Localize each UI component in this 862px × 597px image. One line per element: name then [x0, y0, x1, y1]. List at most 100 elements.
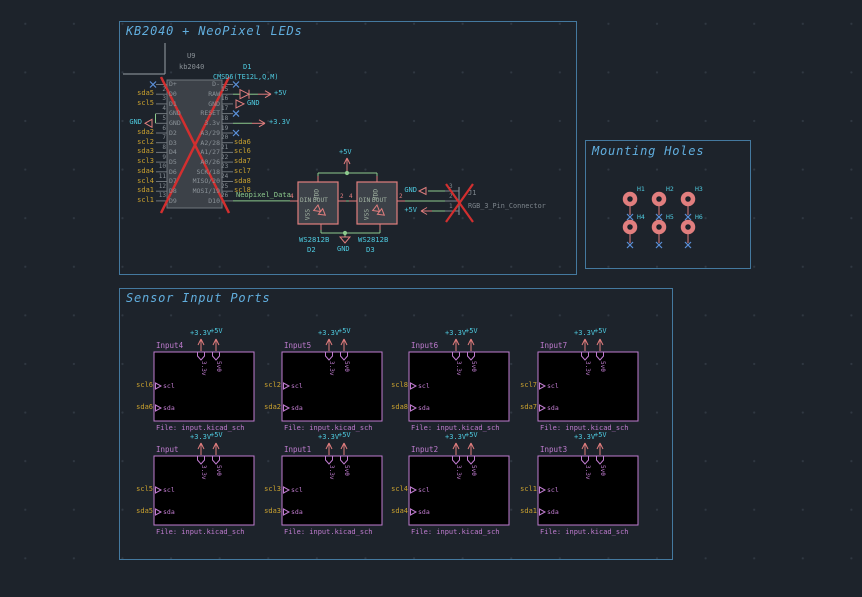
led-ref[interactable]: D3 [366, 245, 375, 254]
mounting-hole-H5[interactable] [651, 219, 667, 235]
power-label-5v[interactable]: +5V [338, 327, 351, 335]
net-label[interactable]: sda7 [234, 157, 251, 166]
sensor-section-box[interactable] [119, 288, 673, 560]
diode-symbol[interactable] [239, 88, 251, 100]
power-label-5v[interactable]: +5V [339, 148, 352, 156]
mounting-section-box[interactable] [585, 140, 751, 269]
sheet-Input4[interactable] [153, 351, 255, 422]
sheet-name[interactable]: Input1 [284, 445, 312, 454]
mcu-ref[interactable]: U9 [187, 52, 196, 60]
power-label-5v[interactable]: +5V [465, 327, 478, 335]
sheet-name[interactable]: Input7 [540, 341, 568, 350]
net-label[interactable]: sda3 [137, 147, 154, 156]
sensor-section-title[interactable]: Sensor Input Ports [126, 291, 271, 305]
neopixel-section-box[interactable] [119, 21, 577, 275]
power-label-3v3[interactable]: +3.3V [190, 433, 212, 441]
sheet-name[interactable]: Input5 [284, 341, 312, 350]
led-ref[interactable]: D2 [307, 245, 316, 254]
mounting-section-title[interactable]: Mounting Holes [592, 144, 705, 158]
power-label-5v[interactable]: +5V [404, 206, 417, 214]
mounting-hole-H2[interactable] [651, 191, 667, 207]
led-value[interactable]: WS2812B [299, 235, 330, 244]
sheet-Input7[interactable] [537, 351, 639, 422]
net-label[interactable]: sda6 [136, 403, 153, 411]
sheet-name[interactable]: Input [156, 445, 179, 454]
power-label-3v3[interactable]: +3.3V [445, 329, 467, 337]
net-label[interactable]: sda2 [137, 128, 154, 136]
net-label[interactable]: scl2 [264, 381, 281, 389]
power-label-5v[interactable]: +5V [210, 431, 223, 439]
led-value[interactable]: WS2812B [358, 235, 389, 244]
mounting-hole-label[interactable]: H3 [695, 185, 703, 193]
sheet-name[interactable]: Input2 [411, 445, 439, 454]
power-label-3v3[interactable]: +3.3V [269, 118, 291, 127]
mounting-hole-label[interactable]: H1 [637, 185, 645, 193]
mounting-hole-label[interactable]: H6 [695, 213, 703, 221]
sheet-name[interactable]: Input6 [411, 341, 439, 350]
mounting-hole-H6[interactable] [680, 219, 696, 235]
net-label[interactable]: scl3 [137, 157, 154, 166]
mounting-hole-H3[interactable] [680, 191, 696, 207]
power-label-5v[interactable]: +5V [465, 431, 478, 439]
net-label[interactable]: scl6 [234, 147, 251, 156]
net-label[interactable]: scl6 [136, 381, 153, 389]
net-label[interactable]: scl5 [137, 98, 154, 107]
mounting-hole-label[interactable]: H4 [637, 213, 645, 221]
power-label-5v[interactable]: +5V [274, 89, 287, 98]
net-label[interactable]: sda1 [520, 507, 537, 515]
net-label[interactable]: scl1 [520, 485, 537, 493]
sheet-Input5[interactable] [281, 351, 383, 422]
gnd-label[interactable]: GND [337, 245, 350, 253]
net-label[interactable]: sda8 [391, 403, 408, 411]
net-label[interactable]: sda2 [264, 403, 281, 411]
net-label[interactable]: scl3 [264, 485, 281, 493]
sheet-Input6[interactable] [408, 351, 510, 422]
power-label-3v3[interactable]: +3.3V [445, 433, 467, 441]
power-label-3v3[interactable]: +3.3V [574, 329, 596, 337]
diode-ref[interactable]: D1 [243, 63, 252, 71]
net-label[interactable]: scl8 [234, 186, 251, 195]
net-label[interactable]: sda6 [234, 137, 251, 146]
net-label[interactable]: scl8 [391, 381, 408, 389]
sheet-name[interactable]: Input4 [156, 341, 184, 350]
mounting-hole-H1[interactable] [622, 191, 638, 207]
led-symbol-D3[interactable] [356, 181, 398, 225]
net-label[interactable]: scl1 [137, 195, 154, 204]
gnd-global-label[interactable]: GND [129, 118, 142, 127]
gnd-global-label[interactable]: GND [404, 186, 417, 194]
gnd-flag-label[interactable]: GND [247, 98, 260, 107]
net-label[interactable]: sda3 [264, 507, 281, 515]
net-label[interactable]: scl7 [234, 166, 251, 175]
power-label-3v3[interactable]: +3.3V [190, 329, 212, 337]
net-label[interactable]: sda7 [520, 403, 537, 411]
net-label[interactable]: sda5 [136, 507, 153, 515]
net-label[interactable]: sda4 [137, 166, 154, 175]
net-label[interactable]: sda5 [137, 89, 154, 98]
power-label-5v[interactable]: +5V [210, 327, 223, 335]
net-label[interactable]: sda8 [234, 176, 251, 185]
mounting-hole-label[interactable]: H5 [666, 213, 674, 221]
sheet-Input2[interactable] [408, 455, 510, 526]
power-label-3v3[interactable]: +3.3V [318, 329, 340, 337]
mcu-value[interactable]: kb2040 [179, 63, 205, 71]
mounting-hole-H4[interactable] [622, 219, 638, 235]
neopixel-section-title[interactable]: KB2040 + NeoPixel LEDs [126, 24, 303, 38]
power-label-5v[interactable]: +5V [594, 431, 607, 439]
led-symbol-D2[interactable] [297, 181, 339, 225]
mounting-hole-label[interactable]: H2 [666, 185, 674, 193]
net-label[interactable]: scl4 [391, 485, 408, 493]
connector-value[interactable]: RGB_3_Pin_Connector [468, 202, 546, 210]
power-label-3v3[interactable]: +3.3V [318, 433, 340, 441]
power-label-5v[interactable]: +5V [594, 327, 607, 335]
net-label[interactable]: sda1 [137, 186, 154, 195]
power-label-5v[interactable]: +5V [338, 431, 351, 439]
net-label[interactable]: scl2 [137, 137, 154, 146]
net-label-neopixel-data[interactable]: Neopixel_Data [236, 191, 291, 200]
sheet-Input1[interactable] [281, 455, 383, 526]
diode-value[interactable]: CMSD6(TE12L,Q,M) [213, 73, 279, 81]
net-label[interactable]: scl4 [137, 176, 154, 185]
net-label[interactable]: sda4 [391, 507, 408, 515]
connector-ref[interactable]: J1 [468, 189, 477, 197]
power-label-3v3[interactable]: +3.3V [574, 433, 596, 441]
